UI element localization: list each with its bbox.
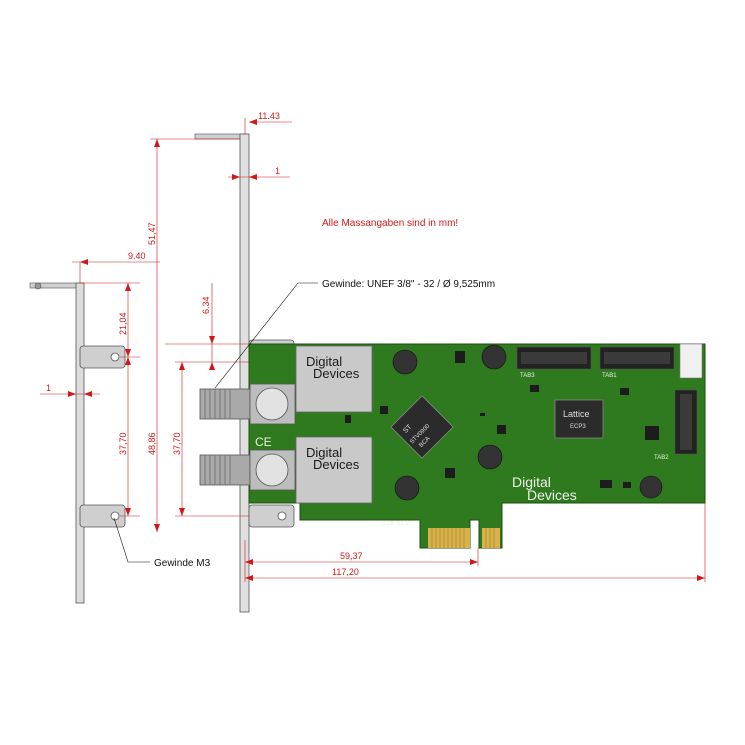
dim-59-37: 59,37 xyxy=(340,551,363,561)
svg-text:TAB3: TAB3 xyxy=(520,373,535,379)
dimension-arrows xyxy=(68,119,705,581)
svg-text:TAB1: TAB1 xyxy=(602,373,617,379)
dim-1-top: 1 xyxy=(275,166,280,176)
svg-text:Digital: Digital xyxy=(306,445,342,460)
board-version-label: DVB-S2 V7 xyxy=(382,521,413,527)
f-connector-bottom xyxy=(199,449,296,491)
svg-text:Devices: Devices xyxy=(313,457,360,472)
low-profile-bracket xyxy=(29,282,126,604)
tuner-shield-bottom: Digital Devices xyxy=(295,436,373,504)
pcie-gold-fingers xyxy=(428,528,500,548)
smd-components xyxy=(345,351,659,488)
svg-text:Devices: Devices xyxy=(527,487,577,503)
fpga-chip: Lattice ECP3 xyxy=(554,399,604,439)
tuner-shield-top: Digital Devices xyxy=(295,345,373,413)
svg-text:Gewinde: UNEF 3/8" - 32 / Ø 9,: Gewinde: UNEF 3/8" - 32 / Ø 9,525mm xyxy=(322,279,495,290)
dim-9-40: 9.40 xyxy=(128,251,146,261)
dim-1-left: 1 xyxy=(46,383,51,393)
dim-37-70-right: 37,70 xyxy=(172,432,182,455)
demodulator-chip: ST STV0900 BCA xyxy=(390,395,454,459)
svg-text:Devices: Devices xyxy=(313,366,360,381)
thread-m3-callout: Gewinde M3 xyxy=(113,517,211,569)
dimension-lines xyxy=(40,118,706,582)
f-connector-top xyxy=(199,383,296,425)
svg-text:ECP3: ECP3 xyxy=(570,424,586,430)
inductors xyxy=(392,344,663,501)
svg-text:Gewinde M3: Gewinde M3 xyxy=(154,558,211,569)
power-connector xyxy=(679,343,703,379)
dim-117-20: 117,20 xyxy=(332,567,359,577)
ce-mark: CE xyxy=(255,435,272,449)
dim-51-47: 51,47 xyxy=(147,222,157,245)
pin-header-tab3: TAB3 xyxy=(516,346,592,379)
board-logo: Digital Devices xyxy=(512,474,577,503)
dim-21-04: 21,04 xyxy=(118,312,128,335)
units-note: Alle Massangaben sind in mm! xyxy=(322,218,458,229)
dim-11-43: 11.43 xyxy=(258,111,280,121)
dim-48-86: 48,86 xyxy=(147,432,157,455)
svg-text:TAB2: TAB2 xyxy=(654,455,669,461)
pcb-board: Digital Devices Digital Devices xyxy=(199,343,706,549)
pin-header-tab1: TAB1 xyxy=(599,346,675,379)
dim-6-34: 6.34 xyxy=(201,296,211,314)
svg-text:Digital: Digital xyxy=(512,474,551,490)
svg-text:Lattice: Lattice xyxy=(563,409,590,419)
svg-text:Digital: Digital xyxy=(306,354,342,369)
dim-37-70-left: 37,70 xyxy=(118,432,128,455)
svg-text:ST: ST xyxy=(402,423,414,435)
thread-connector-callout: Gewinde: UNEF 3/8" - 32 / Ø 9,525mm xyxy=(214,279,495,389)
pin-header-tab2: TAB2 xyxy=(654,389,698,461)
